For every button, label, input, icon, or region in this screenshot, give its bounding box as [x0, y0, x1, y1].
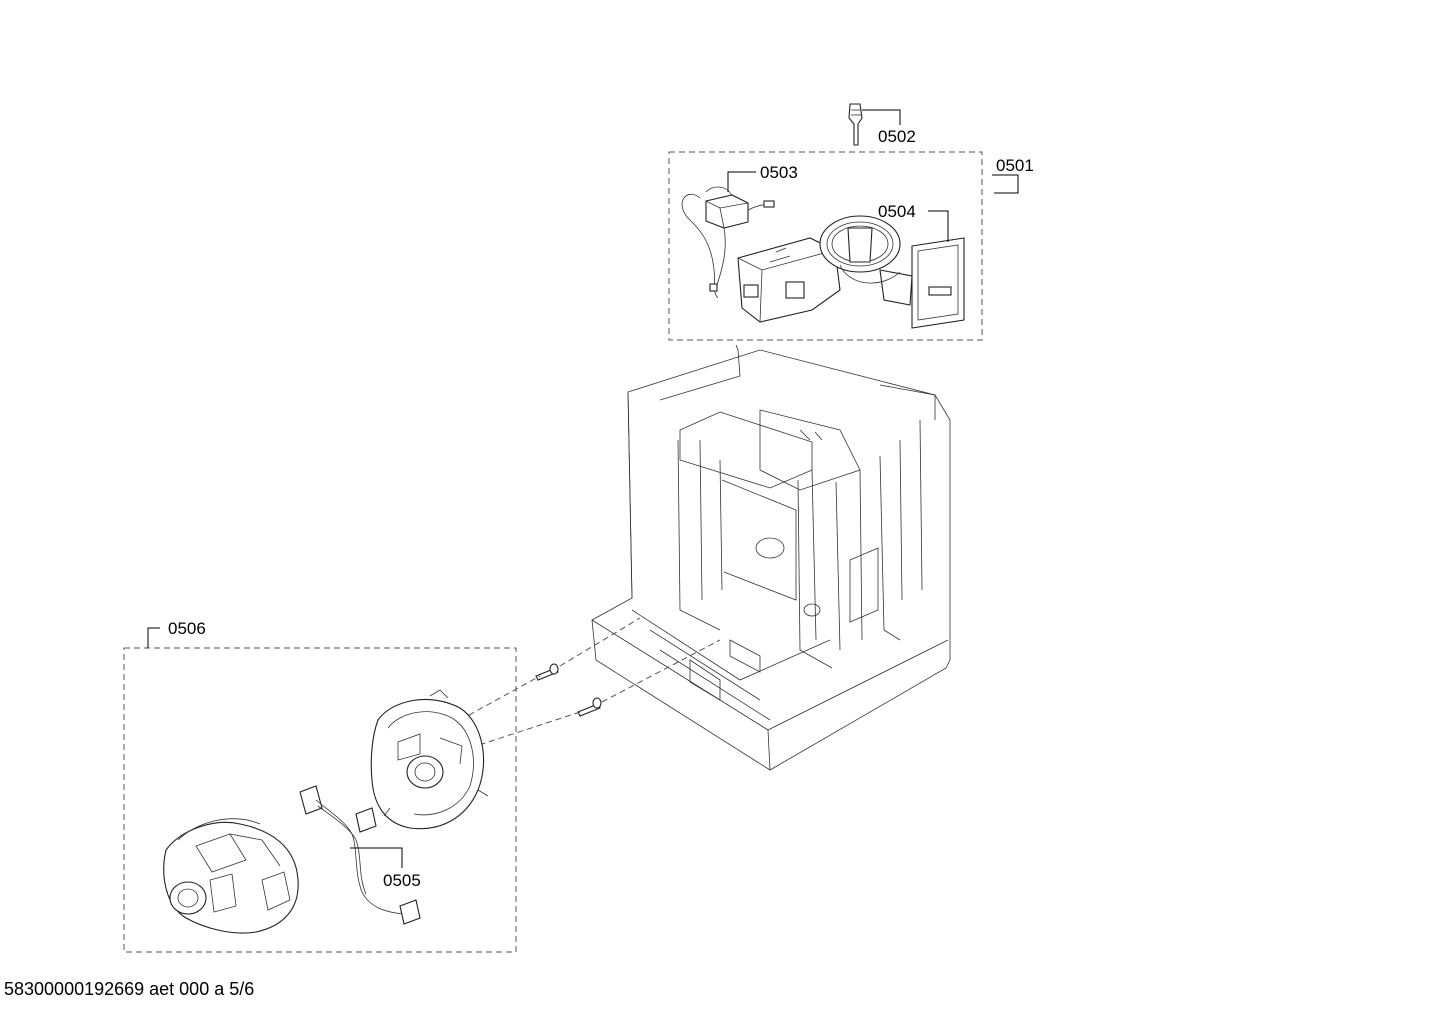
document-id: 58300000192669 aet 000 a 5/6	[4, 979, 255, 999]
callout-0506: 0506	[168, 619, 206, 638]
main-housing-frame	[591, 344, 951, 771]
part-0501-valve-assembly	[737, 215, 913, 323]
part-0503-sensor	[681, 186, 775, 299]
screw-upper	[535, 663, 559, 681]
fan-blower-shell	[163, 818, 299, 934]
part-0505-switch-cable	[299, 785, 421, 925]
callout-0501: 0501	[996, 156, 1034, 175]
leader-lines	[147, 109, 1019, 868]
callout-0503: 0503	[760, 163, 798, 182]
callout-0505: 0505	[383, 871, 421, 890]
screw-lower	[577, 697, 602, 717]
group-box-0506	[123, 647, 517, 953]
fan-housing	[370, 689, 489, 830]
callout-0502: 0502	[878, 127, 916, 146]
part-0504-panel	[911, 237, 965, 329]
alignment-lines	[459, 617, 721, 749]
callout-0504: 0504	[878, 202, 916, 221]
part-0502-screw	[848, 103, 863, 146]
